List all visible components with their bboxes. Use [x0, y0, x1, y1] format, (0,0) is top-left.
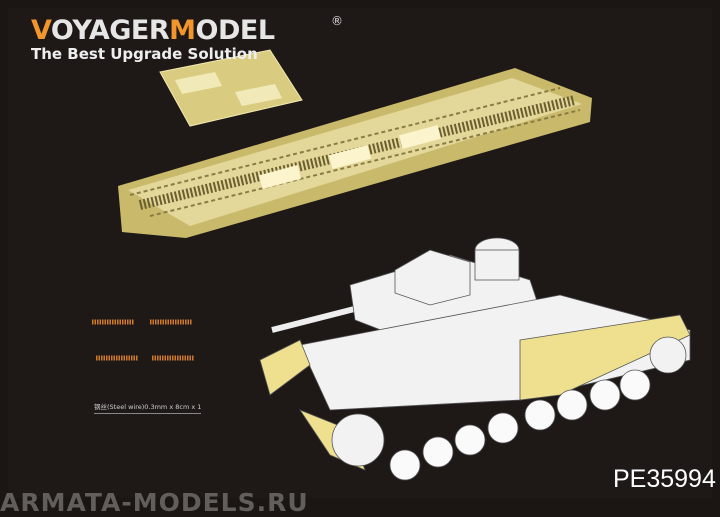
small-photo-etch-fret	[159, 49, 303, 127]
brand-tagline: The Best Upgrade Solution	[31, 45, 258, 63]
tank-illustration	[259, 237, 691, 481]
large-photo-etch-fret	[118, 68, 592, 238]
watermark: ARMATA-MODELS.RU	[0, 488, 309, 517]
product-code: PE35994	[613, 465, 716, 493]
registered-mark: ®	[331, 14, 343, 28]
brand-logo: VOYAGERMODEL	[31, 15, 275, 46]
steel-wire-springs	[92, 319, 194, 361]
steel-wire-caption: 钢丝(Steel wire)0.3mm x 8cm x 1	[94, 401, 202, 414]
